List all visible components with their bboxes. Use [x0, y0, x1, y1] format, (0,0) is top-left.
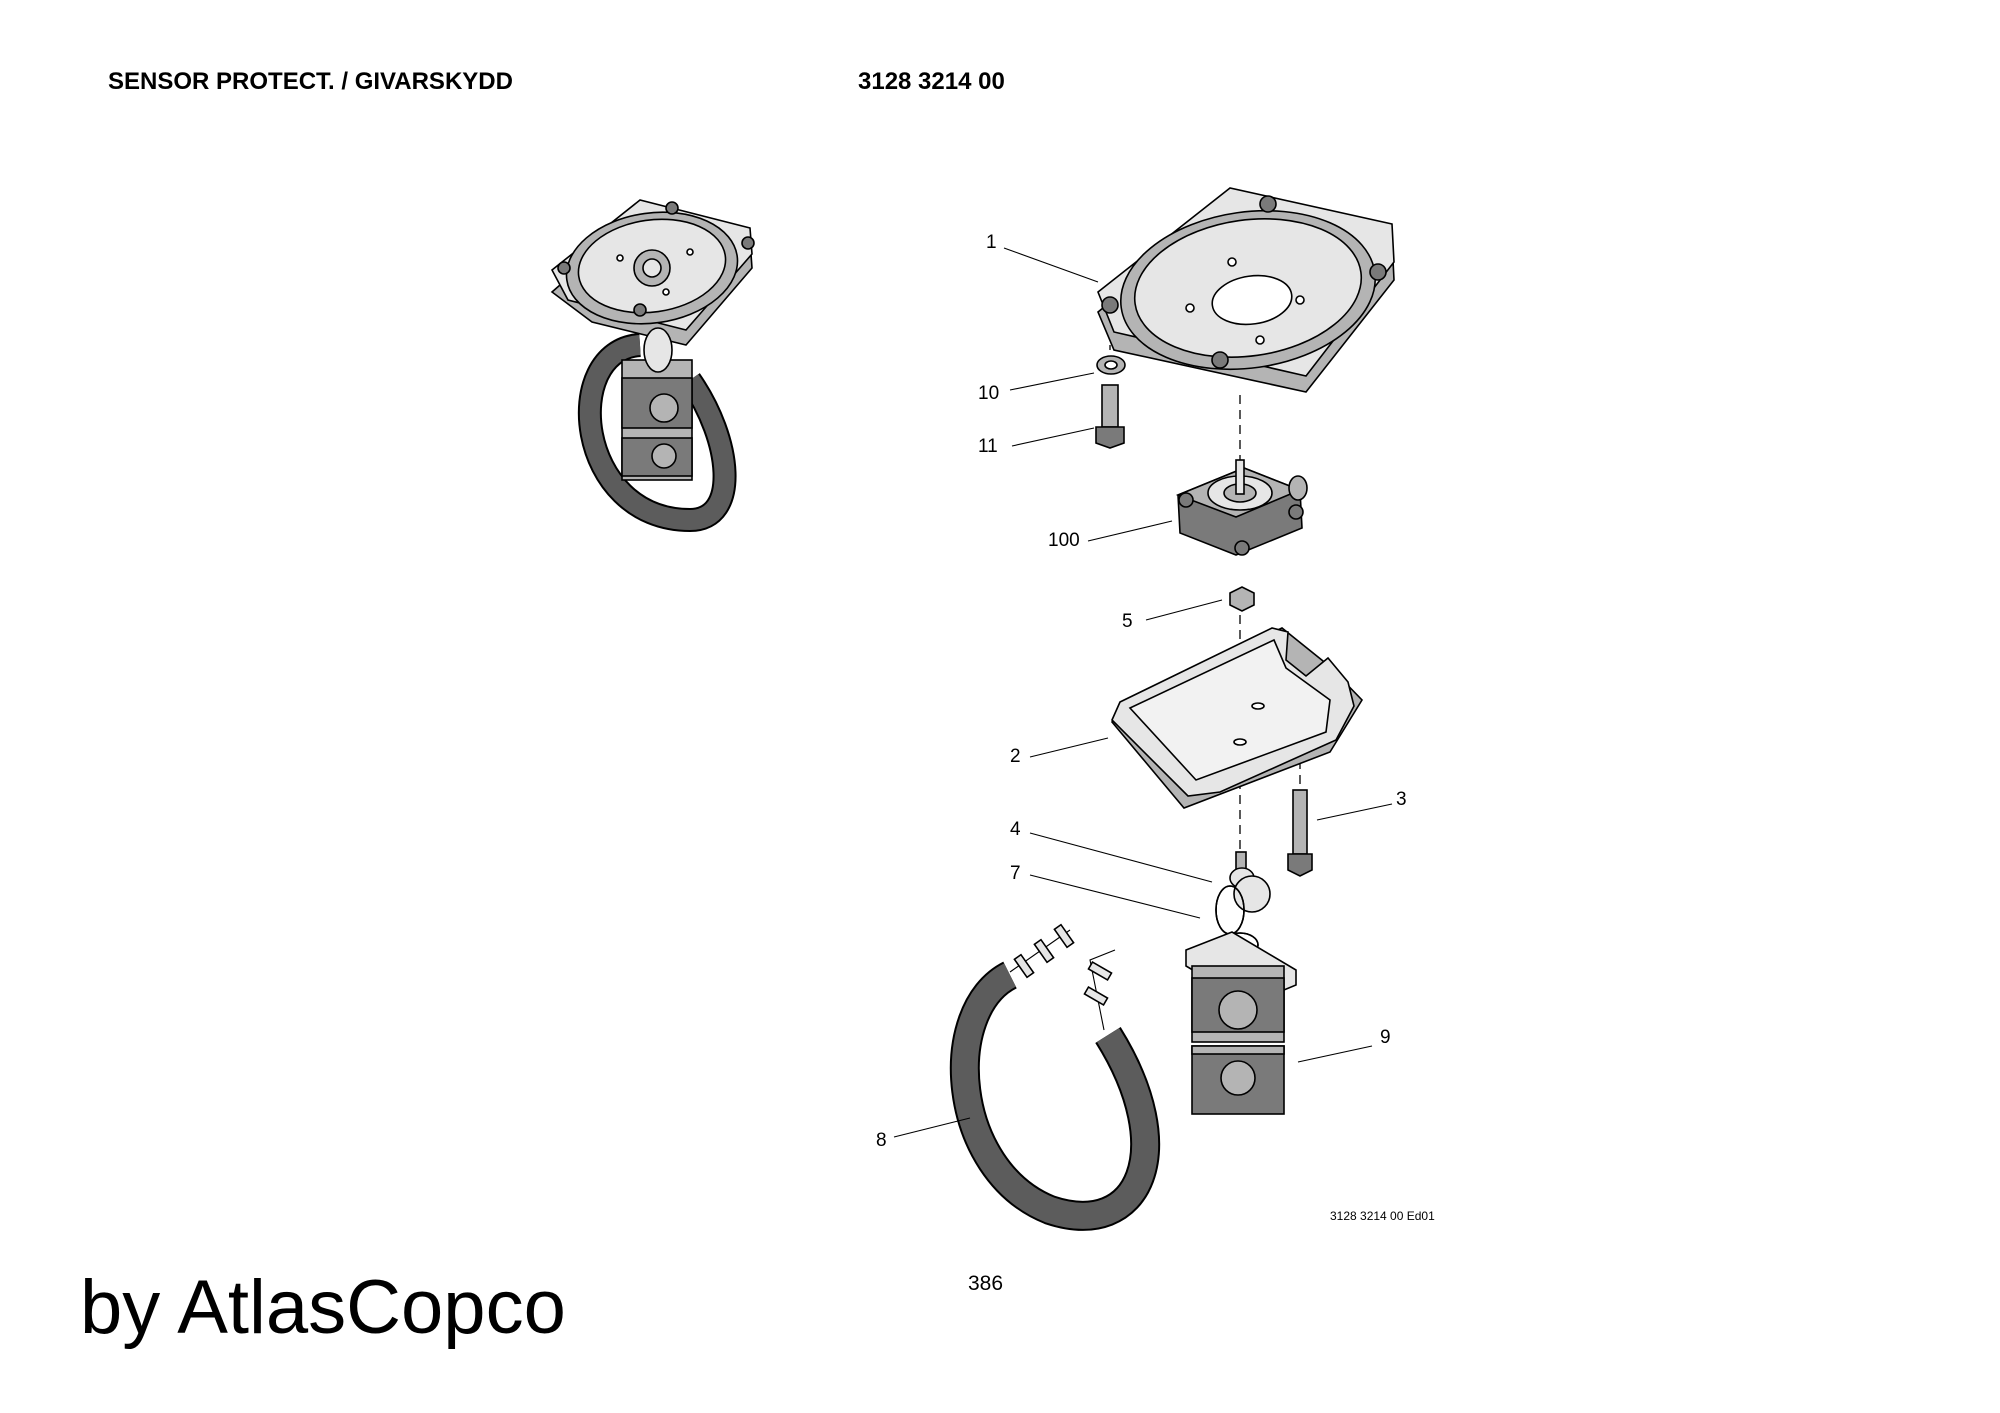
clamp-block [1185, 931, 1297, 1115]
callout-11: 11 [978, 436, 998, 457]
callout-9: 9 [1380, 1027, 1391, 1048]
nut [1229, 586, 1255, 612]
part-number: 3128 3214 00 [858, 68, 1005, 95]
drawing-code: 3128 3214 00 Ed01 [1330, 1209, 1435, 1223]
page-number: 386 [968, 1272, 1004, 1295]
page-title: SENSOR PROTECT. / GIVARSKYDD [108, 68, 513, 95]
callout-8: 8 [876, 1130, 887, 1151]
cable-sling [949, 923, 1161, 1231]
bolt-long [1287, 789, 1313, 877]
assembled-view [550, 199, 755, 533]
callout-5: 5 [1122, 611, 1133, 632]
tray [1111, 627, 1364, 809]
brand-watermark: by AtlasCopco [80, 1265, 566, 1350]
bolt-short [1095, 384, 1125, 449]
callout-100: 100 [1048, 530, 1080, 551]
callout-4: 4 [1010, 819, 1021, 840]
callout-10: 10 [978, 383, 1000, 404]
callout-2: 2 [1010, 746, 1021, 767]
callout-1: 1 [986, 232, 997, 253]
housing-plate [1097, 187, 1395, 393]
leader-lines [893, 247, 1393, 1138]
callout-7: 7 [1010, 863, 1021, 884]
sensor-unit [1175, 459, 1308, 556]
callout-3: 3 [1396, 789, 1407, 810]
